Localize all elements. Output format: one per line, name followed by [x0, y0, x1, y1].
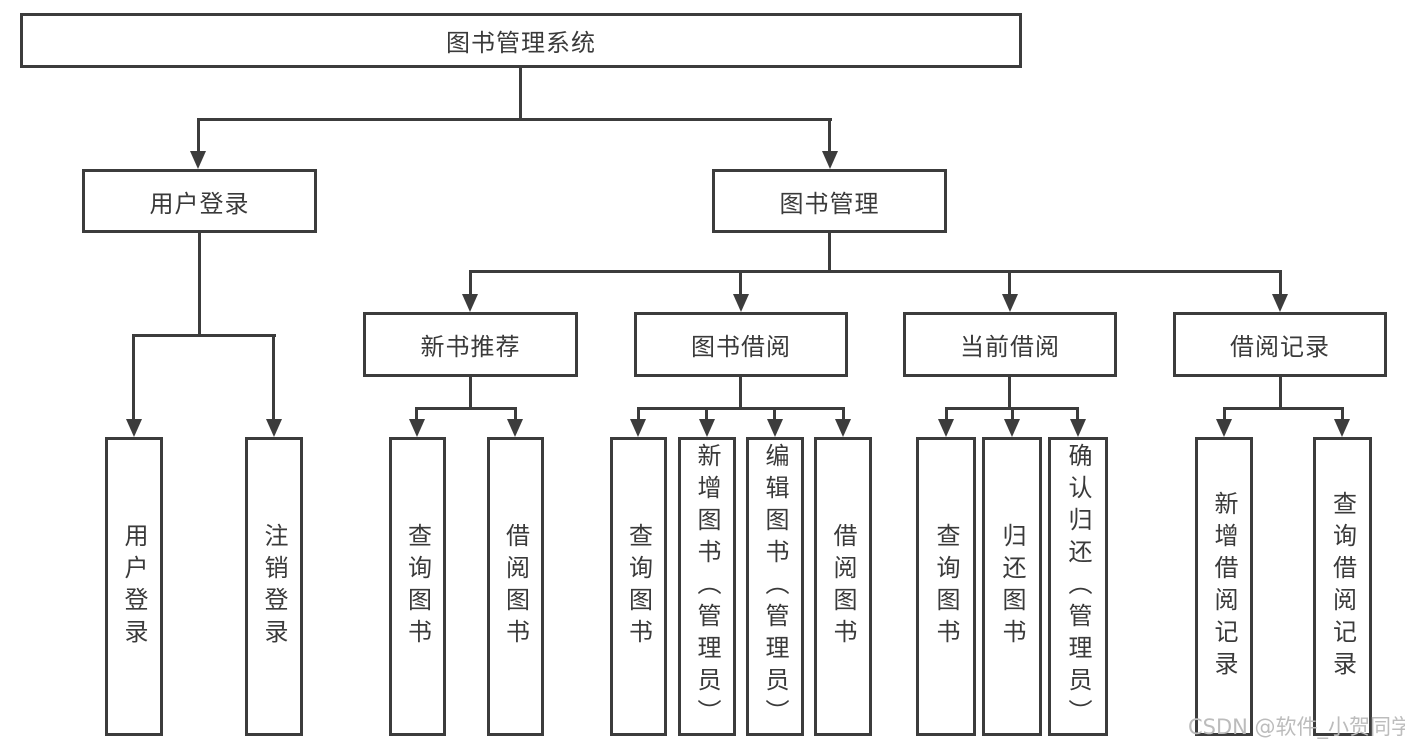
arrow-down-icon	[409, 419, 425, 437]
leaf-user-login: 用户登录	[105, 437, 163, 736]
leaf-logout: 注销登录	[245, 437, 303, 736]
leaf-query-books-current: 查询图书	[916, 437, 976, 736]
arrow-down-icon	[630, 419, 646, 437]
node-new-book-recommend: 新书推荐	[363, 312, 578, 377]
connector-line	[637, 407, 640, 421]
arrow-down-icon	[266, 419, 282, 437]
arrow-down-icon	[835, 419, 851, 437]
arrow-down-icon	[507, 419, 523, 437]
leaf-query-books-borrow: 查询图书	[610, 437, 667, 736]
leaf-borrow-books: 借阅图书	[814, 437, 872, 736]
connector-line	[197, 118, 200, 152]
connector-line	[1076, 407, 1079, 421]
leaf-label: 新增图书（管理员）	[693, 442, 721, 731]
leaf-label: 归还图书	[998, 522, 1026, 651]
node-book-borrowing: 图书借阅	[634, 312, 848, 377]
connector-line	[1279, 270, 1282, 296]
connector-line	[739, 270, 742, 296]
arrow-down-icon	[733, 294, 749, 312]
node-label: 用户登录	[149, 189, 250, 218]
connector-line	[272, 334, 275, 420]
node-label: 图书借阅	[691, 333, 791, 361]
leaf-label: 借阅图书	[501, 522, 530, 651]
leaf-label: 注销登录	[260, 522, 288, 651]
connector-line	[1008, 377, 1011, 407]
connector-line	[945, 407, 948, 421]
connector-line	[1223, 407, 1226, 421]
connector-line	[514, 407, 517, 421]
node-book-management: 图书管理	[712, 169, 947, 233]
node-label: 借阅记录	[1230, 333, 1330, 361]
connector-line	[519, 68, 522, 118]
leaf-label: 用户登录	[120, 522, 148, 651]
arrow-down-icon	[1004, 419, 1020, 437]
node-current-borrowing: 当前借阅	[903, 312, 1117, 377]
arrow-down-icon	[767, 419, 783, 437]
leaf-label: 新增借阅记录	[1210, 490, 1238, 683]
leaf-label: 确认归还（管理员）	[1064, 442, 1092, 731]
connector-line	[132, 334, 135, 420]
leaf-label: 查询图书	[403, 522, 432, 651]
arrow-down-icon	[699, 419, 715, 437]
leaf-label: 查询借阅记录	[1328, 490, 1357, 683]
arrow-down-icon	[462, 294, 478, 312]
leaf-add-borrow-record: 新增借阅记录	[1195, 437, 1253, 736]
connector-line	[1279, 377, 1282, 407]
arrow-down-icon	[1002, 294, 1018, 312]
leaf-add-book-admin: 新增图书（管理员）	[678, 437, 736, 736]
connector-line	[415, 407, 418, 421]
arrow-down-icon	[190, 151, 206, 169]
csdn-watermark: CSDN @软件_小贺同学	[1188, 715, 1405, 739]
arrow-down-icon	[126, 419, 142, 437]
leaf-return-books: 归还图书	[982, 437, 1042, 736]
connector-line	[842, 407, 845, 421]
leaf-edit-book-admin: 编辑图书（管理员）	[746, 437, 804, 736]
node-borrowing-records: 借阅记录	[1173, 312, 1387, 377]
arrow-down-icon	[822, 151, 838, 169]
node-label: 图书管理	[779, 189, 880, 218]
connector-line	[469, 270, 472, 296]
leaf-borrow-books-recommend: 借阅图书	[487, 437, 544, 736]
connector-line	[198, 233, 201, 334]
arrow-down-icon	[1216, 419, 1232, 437]
arrow-down-icon	[1070, 419, 1086, 437]
node-label: 当前借阅	[960, 333, 1060, 361]
leaf-label: 借阅图书	[829, 522, 857, 651]
arrow-down-icon	[1334, 419, 1350, 437]
connector-line	[1341, 407, 1344, 421]
leaf-query-borrow-record: 查询借阅记录	[1313, 437, 1372, 736]
leaf-label: 编辑图书（管理员）	[761, 442, 789, 731]
connector-line	[1011, 407, 1014, 421]
arrow-down-icon	[938, 419, 954, 437]
connector-line	[133, 334, 276, 337]
connector-line	[637, 407, 845, 410]
arrow-down-icon	[1272, 294, 1288, 312]
connector-line	[416, 407, 517, 410]
leaf-label: 查询图书	[932, 522, 960, 651]
connector-line	[1008, 270, 1011, 296]
leaf-label: 查询图书	[624, 522, 653, 651]
connector-line	[773, 407, 776, 421]
connector-line	[739, 377, 742, 407]
connector-line	[469, 270, 1282, 273]
node-label: 图书管理系统	[446, 29, 596, 57]
node-label: 新书推荐	[420, 333, 521, 361]
connector-line	[705, 407, 708, 421]
node-library-system: 图书管理系统	[20, 13, 1022, 68]
leaf-query-books-recommend: 查询图书	[389, 437, 446, 736]
connector-line	[828, 118, 831, 152]
connector-line	[469, 377, 472, 407]
connector-line	[1223, 407, 1343, 410]
leaf-confirm-return-admin: 确认归还（管理员）	[1048, 437, 1108, 736]
node-user-login: 用户登录	[82, 169, 317, 233]
connector-line	[197, 118, 832, 121]
connector-line	[828, 233, 831, 273]
